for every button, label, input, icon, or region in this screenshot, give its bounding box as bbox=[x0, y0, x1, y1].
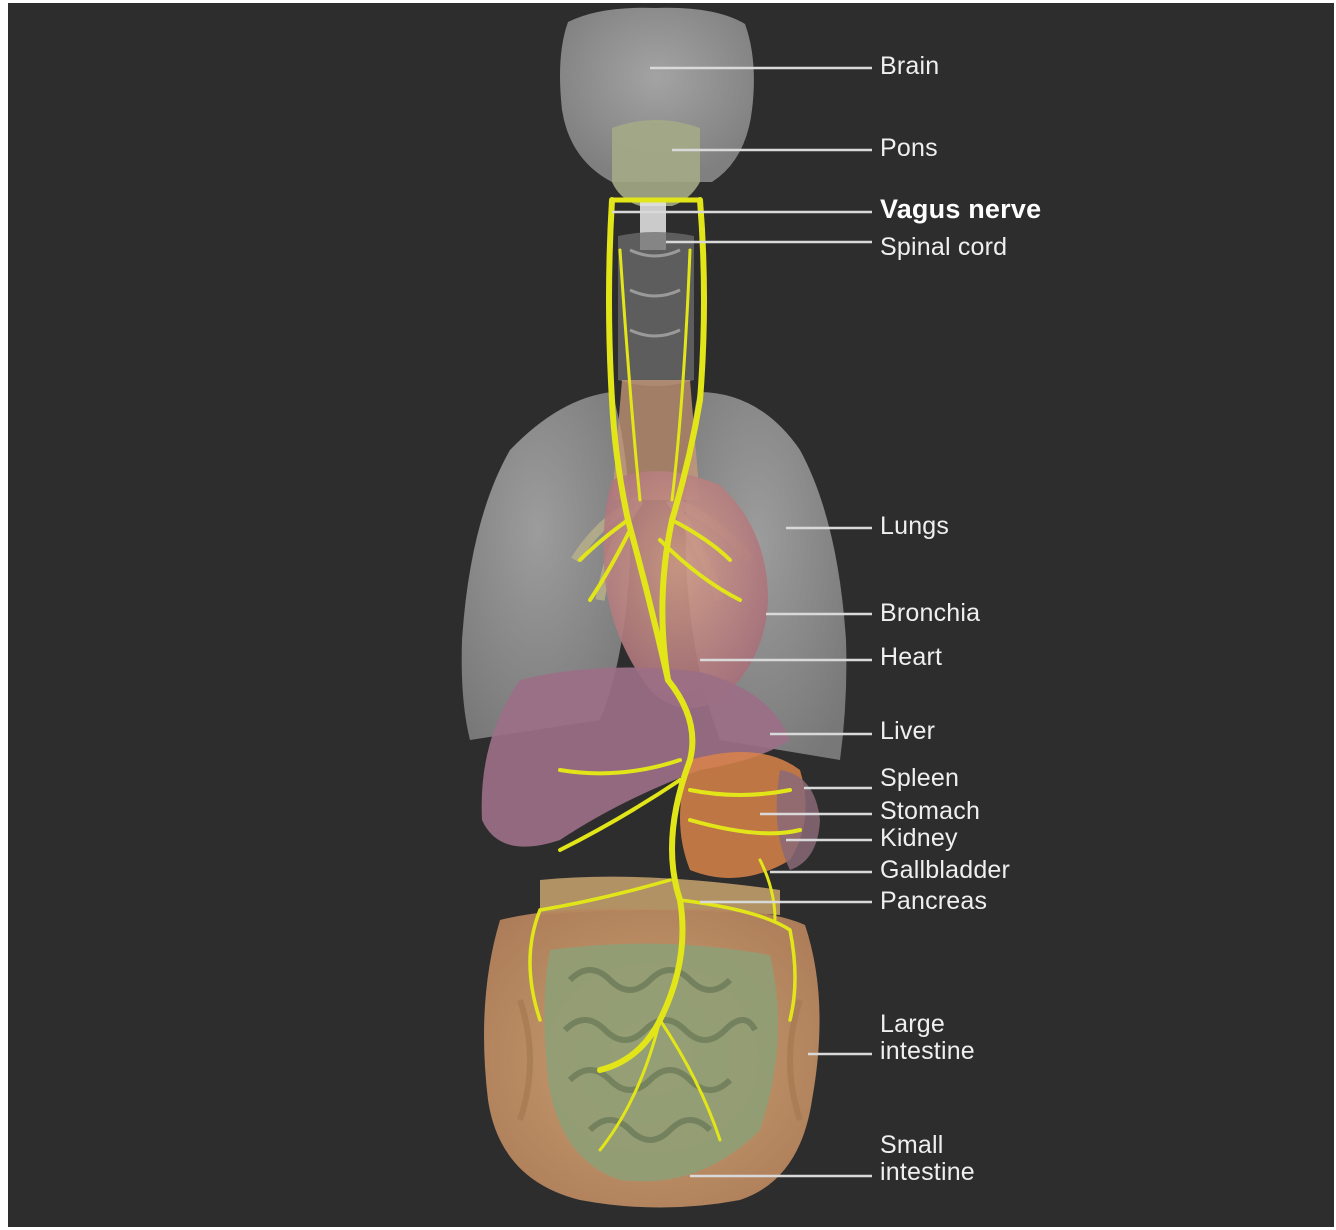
label-large-intestine: Large intestine bbox=[880, 1011, 975, 1065]
label-gallbladder: Gallbladder bbox=[880, 856, 1010, 884]
label-liver: Liver bbox=[880, 717, 935, 745]
label-pancreas: Pancreas bbox=[880, 887, 987, 915]
label-stomach: Stomach bbox=[880, 797, 980, 825]
label-spinal-cord: Spinal cord bbox=[880, 233, 1007, 261]
label-heart: Heart bbox=[880, 643, 942, 671]
pons-shape bbox=[612, 120, 700, 206]
label-brain: Brain bbox=[880, 52, 939, 80]
label-spleen: Spleen bbox=[880, 764, 959, 792]
label-vagus-nerve: Vagus nerve bbox=[880, 195, 1041, 223]
label-small-intestine: Small intestine bbox=[880, 1132, 975, 1186]
label-kidney: Kidney bbox=[880, 824, 958, 852]
spinal-cord-shape bbox=[618, 200, 694, 386]
label-bronchia: Bronchia bbox=[880, 599, 980, 627]
label-pons: Pons bbox=[880, 134, 938, 162]
label-lungs: Lungs bbox=[880, 512, 949, 540]
